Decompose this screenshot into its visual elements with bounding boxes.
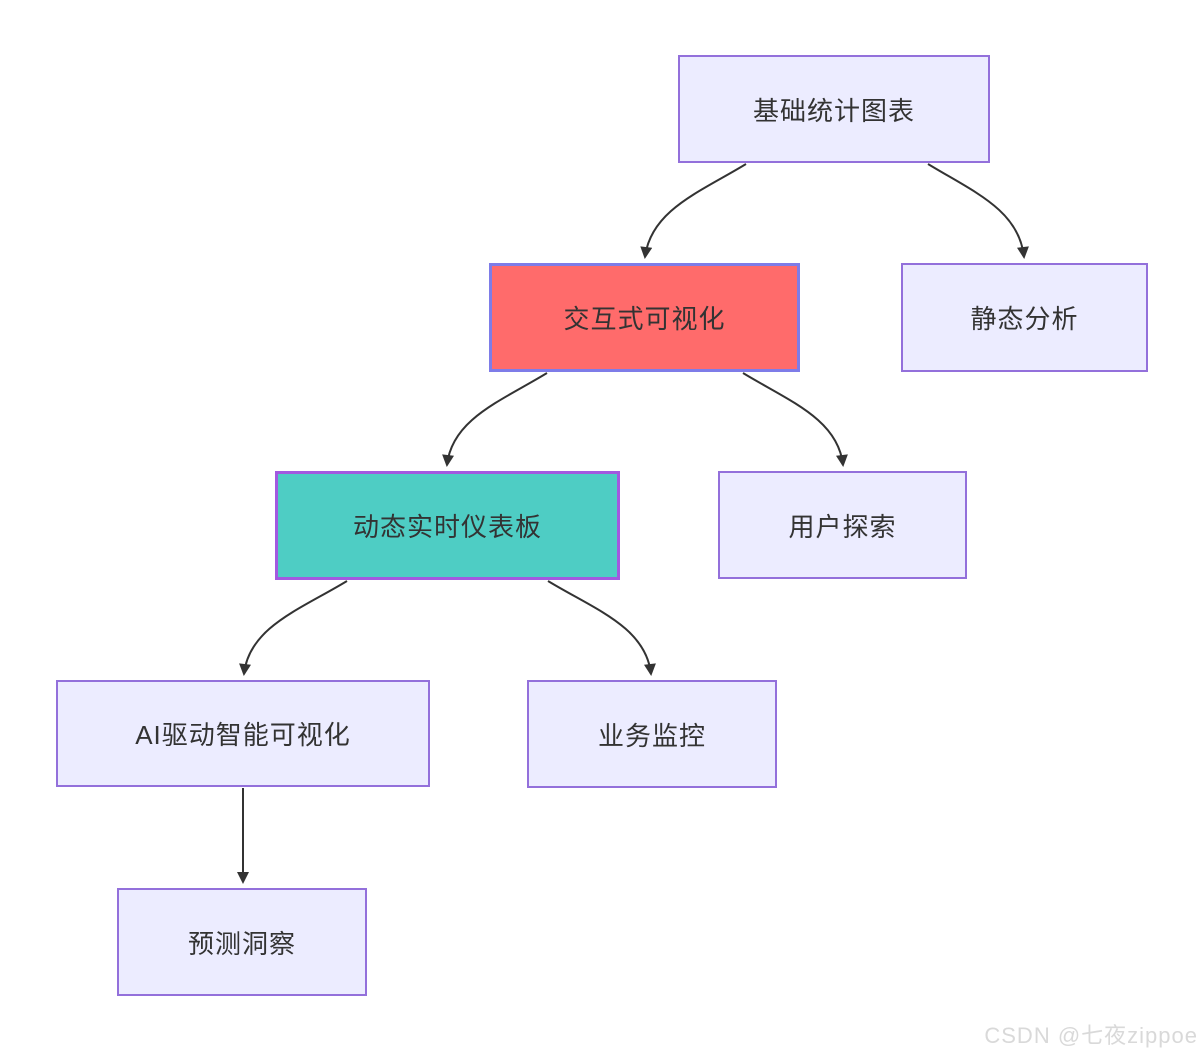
edge-basic-to-static (927, 163, 1029, 259)
node-basic-charts: 基础统计图表 (678, 55, 990, 163)
edge-dashboard-to-ai (239, 580, 348, 676)
node-user-exploration: 用户探索 (718, 471, 967, 579)
node-predictive-insight-label: 预测洞察 (187, 928, 296, 959)
edge-interactive-to-dashboard (442, 372, 548, 467)
node-ai-driven-viz-label: AI驱动智能可视化 (135, 720, 351, 750)
node-realtime-dashboard: 动态实时仪表板 (275, 471, 620, 580)
node-interactive-viz: 交互式可视化 (489, 263, 800, 372)
node-business-monitoring: 业务监控 (527, 680, 777, 788)
node-static-analysis: 静态分析 (901, 263, 1148, 372)
node-static-analysis-label: 静态分析 (970, 304, 1079, 334)
csdn-watermark: CSDN @七夜zippoe (984, 1023, 1198, 1048)
node-business-monitoring-label: 业务监控 (597, 720, 706, 751)
node-user-exploration-label: 用户探索 (788, 511, 897, 542)
node-basic-charts-label: 基础统计图表 (752, 95, 915, 126)
node-realtime-dashboard-label: 动态实时仪表板 (352, 512, 542, 542)
edge-basic-to-interactive (640, 163, 747, 259)
node-interactive-viz-label: 交互式可视化 (563, 304, 726, 334)
node-predictive-insight: 预测洞察 (117, 888, 367, 996)
edge-interactive-to-user (742, 372, 848, 467)
edge-dashboard-to-business (547, 580, 656, 676)
node-ai-driven-viz: AI驱动智能可视化 (56, 680, 430, 787)
